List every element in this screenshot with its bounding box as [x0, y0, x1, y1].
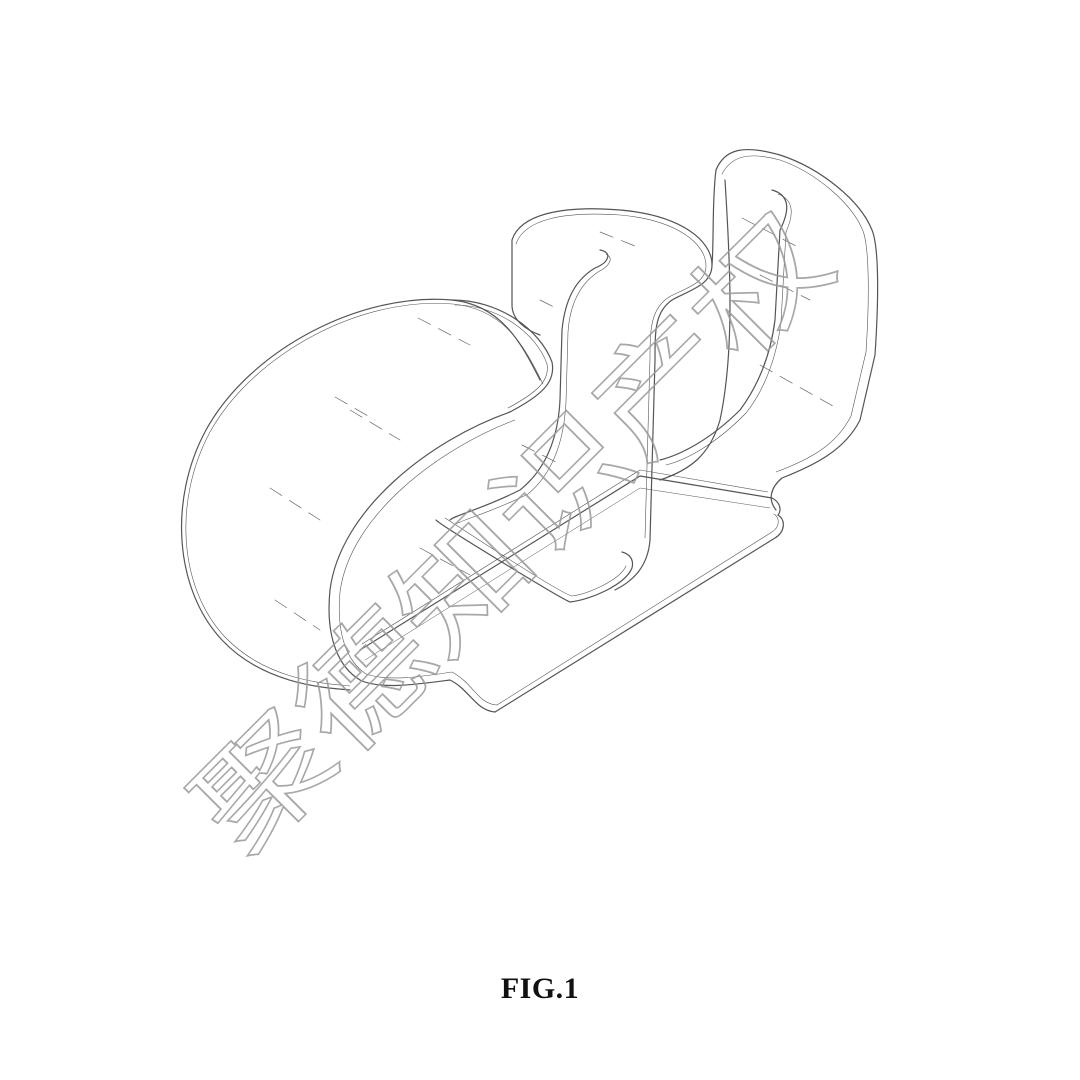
base-plate-bottom-front-2 — [496, 513, 779, 706]
shade-line-10 — [759, 364, 841, 411]
left-loop-inner-face-2 — [338, 419, 516, 675]
middle-s-slot — [449, 249, 609, 521]
middle-s-foot-2 — [444, 517, 627, 597]
base-plate-top-edge-2 — [361, 469, 769, 645]
right-band-outer — [715, 148, 879, 511]
middle-s-left-side — [511, 239, 541, 336]
left-loop-top-rim-inner — [454, 304, 548, 409]
left-loop-top-rim — [451, 299, 554, 413]
shade-line-3 — [269, 487, 321, 521]
shade-line-9 — [759, 274, 811, 301]
left-loop-base-join-2 — [365, 671, 498, 706]
right-band-outer-2 — [721, 155, 869, 473]
shade-line-5 — [417, 317, 471, 346]
base-plate-bottom-front — [494, 514, 784, 713]
base-plate-top-edge — [359, 475, 781, 651]
middle-s-outer-top-2 — [515, 213, 707, 539]
left-loop-outer-edge — [185, 302, 544, 687]
middle-s-foot — [435, 519, 634, 603]
shade-line-2 — [349, 409, 401, 441]
shade-line-12 — [521, 444, 561, 465]
middle-s-outer-top — [511, 208, 713, 591]
shade-line-11 — [419, 547, 471, 576]
shade-line-4 — [274, 599, 321, 631]
right-band-side — [659, 179, 731, 481]
base-plate-inner-line — [364, 487, 771, 661]
shade-line-7 — [599, 231, 641, 249]
left-loop-inner-face — [328, 411, 511, 681]
left-loop-base-join — [359, 679, 496, 713]
right-band-inner-slot-2 — [665, 193, 792, 466]
shade-line-1 — [334, 396, 376, 421]
shade-line-8 — [741, 217, 801, 249]
figure-caption: FIG.1 — [500, 972, 580, 1005]
middle-s-slot-2 — [455, 253, 611, 525]
right-band-inner-slot — [659, 189, 788, 461]
left-loop-outer — [180, 298, 541, 691]
shade-line-6 — [539, 299, 561, 311]
right-band-front-edge — [711, 169, 717, 266]
